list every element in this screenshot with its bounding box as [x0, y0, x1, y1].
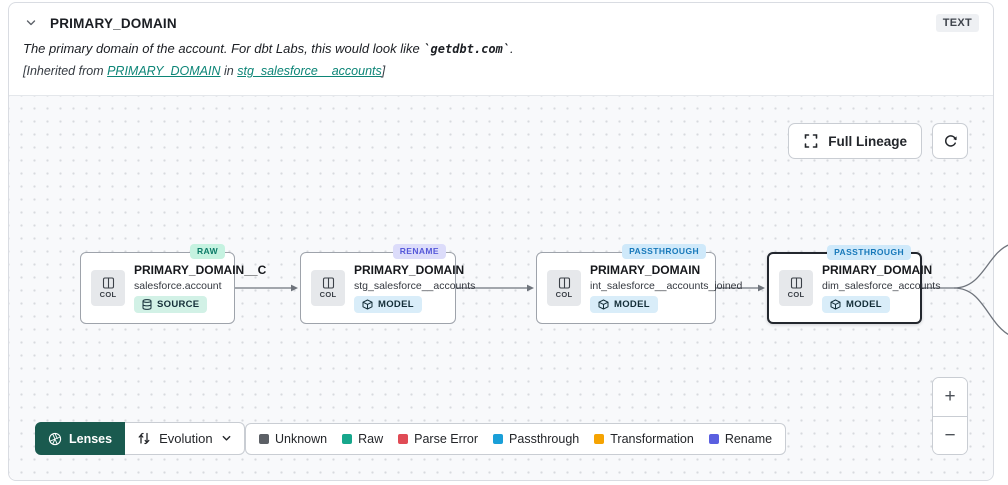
refresh-button[interactable]: [932, 123, 968, 159]
node-column-name: PRIMARY_DOMAIN__C: [134, 263, 267, 277]
refresh-icon: [944, 134, 957, 147]
legend-swatch: [259, 434, 269, 444]
resource-type-badge: MODEL: [822, 296, 890, 313]
zoom-controls: + −: [932, 377, 968, 455]
legend-item: Unknown: [259, 432, 327, 446]
chevron-down-icon: [26, 20, 36, 26]
lineage-canvas[interactable]: Full Lineage RAW COL PRIMARY_DOMAIN__C s…: [9, 95, 1008, 480]
lineage-node-staging[interactable]: RENAME COL PRIMARY_DOMAIN stg_salesforce…: [300, 244, 476, 324]
zoom-in-button[interactable]: +: [933, 378, 967, 416]
legend-swatch: [594, 434, 605, 444]
column-description: The primary domain of the account. For d…: [23, 41, 514, 56]
cube-icon: [598, 299, 609, 310]
full-lineage-label: Full Lineage: [828, 133, 907, 149]
inherited-from-note: [Inherited from PRIMARY_DOMAIN in stg_sa…: [23, 64, 386, 78]
columns-icon: [790, 277, 802, 289]
legend-swatch: [493, 434, 504, 444]
node-column-name: PRIMARY_DOMAIN: [590, 263, 701, 277]
cube-icon: [830, 299, 841, 310]
column-header: PRIMARY_DOMAIN TEXT The primary domain o…: [9, 3, 993, 78]
evolution-status-badge: RENAME: [392, 244, 446, 259]
legend-item: Transformation: [594, 432, 694, 446]
node-model-name: salesforce.account: [134, 280, 222, 292]
collapse-chevron-button[interactable]: [23, 15, 39, 31]
database-icon: [142, 299, 152, 310]
node-model-name: int_salesforce__accounts_joined: [590, 280, 743, 292]
lineage-node-dim-selected[interactable]: PASSTHROUGH COL PRIMARY_DOMAIN dim_sales…: [767, 245, 941, 324]
evolution-status-badge: PASSTHROUGH: [622, 244, 706, 259]
legend-item: Passthrough: [493, 432, 579, 446]
legend-item: Rename: [708, 432, 772, 446]
inline-code: `getdbt.com`: [423, 42, 511, 56]
resource-type-badge: MODEL: [590, 296, 658, 313]
columns-icon: [558, 277, 570, 289]
inherited-model-link[interactable]: stg_salesforce__accounts: [237, 64, 382, 78]
evolution-legend: Unknown Raw Parse Error Passthrough Tran…: [245, 423, 787, 455]
inherited-column-link[interactable]: PRIMARY_DOMAIN: [107, 64, 221, 78]
evolution-icon: [138, 432, 150, 445]
evolution-status-badge: PASSTHROUGH: [827, 245, 911, 260]
chevron-down-icon: [222, 435, 230, 441]
full-lineage-button[interactable]: Full Lineage: [788, 123, 922, 159]
column-chip: COL: [779, 270, 813, 306]
node-model-name: stg_salesforce__accounts: [354, 280, 476, 292]
column-chip: COL: [547, 270, 581, 306]
columns-icon: [102, 277, 114, 289]
column-chip: COL: [91, 270, 125, 306]
resource-type-badge: SOURCE: [134, 296, 208, 313]
lens-aperture-icon: [48, 432, 62, 445]
resource-type-badge: MODEL: [354, 296, 422, 313]
node-model-name: dim_salesforce_accounts: [822, 280, 941, 292]
lens-selector-dropdown[interactable]: Evolution: [125, 422, 245, 455]
legend-swatch: [398, 434, 409, 444]
lenses-control: Lenses Evolution: [35, 422, 245, 455]
expand-icon: [804, 134, 818, 148]
column-title: PRIMARY_DOMAIN: [50, 15, 177, 31]
legend-item: Parse Error: [398, 432, 478, 446]
lenses-button[interactable]: Lenses: [35, 422, 126, 455]
data-type-badge: TEXT: [935, 14, 979, 32]
lineage-node-source[interactable]: RAW COL PRIMARY_DOMAIN__C salesforce.acc…: [80, 244, 267, 324]
column-lineage-panel: PRIMARY_DOMAIN TEXT The primary domain o…: [8, 2, 1008, 481]
legend-swatch: [342, 434, 353, 444]
node-column-name: PRIMARY_DOMAIN: [354, 263, 465, 277]
node-column-name: PRIMARY_DOMAIN: [822, 263, 933, 277]
column-chip: COL: [311, 270, 345, 306]
columns-icon: [322, 277, 334, 289]
legend-item: Raw: [342, 432, 383, 446]
lineage-node-intermediate[interactable]: PASSTHROUGH COL PRIMARY_DOMAIN int_sales…: [536, 244, 743, 324]
evolution-status-badge: RAW: [189, 244, 225, 259]
legend-swatch: [708, 434, 719, 444]
cube-icon: [362, 299, 373, 310]
zoom-out-button[interactable]: −: [933, 416, 967, 454]
